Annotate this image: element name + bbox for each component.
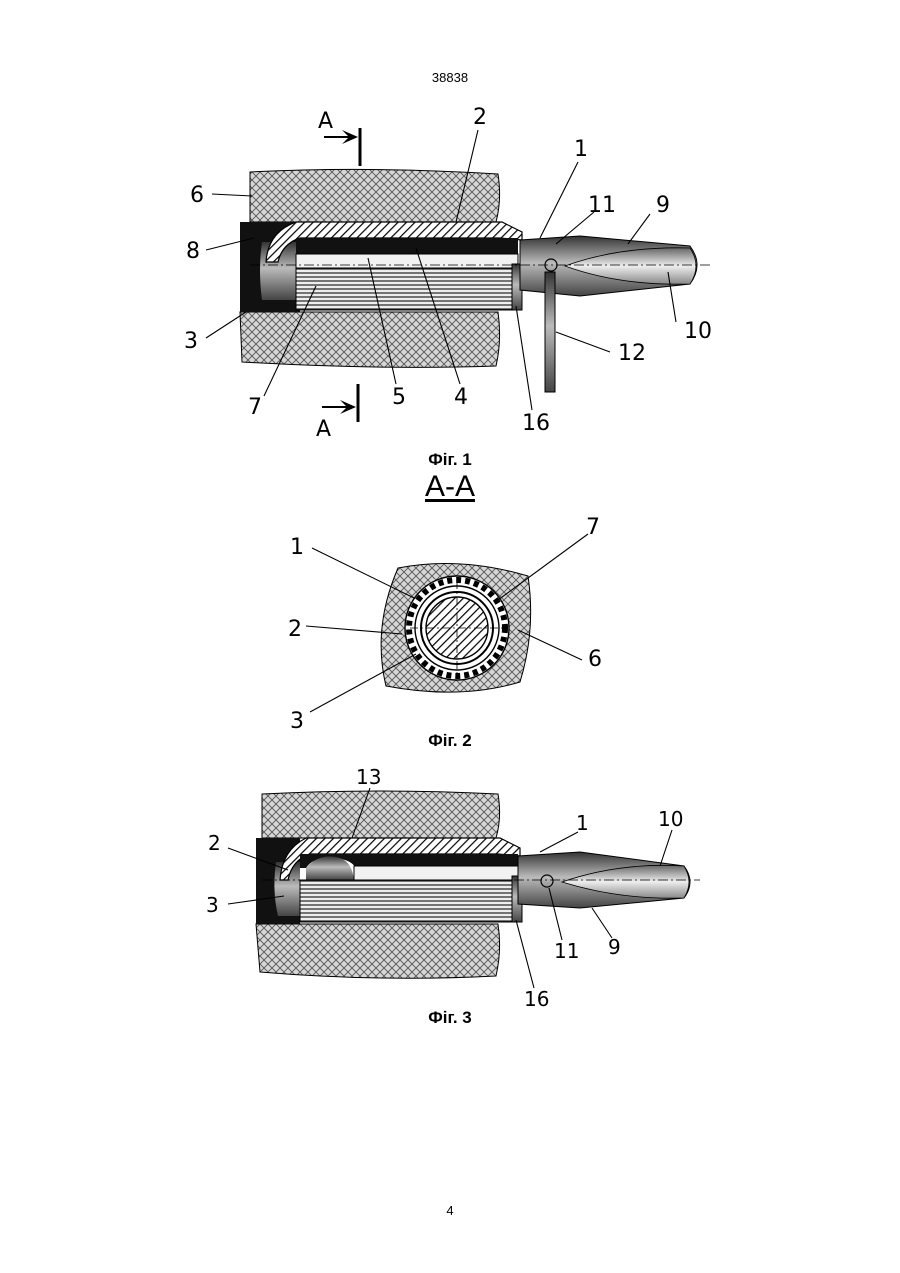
fig1-label-3: 3 <box>184 329 198 354</box>
fig3-label-9: 9 <box>608 935 621 959</box>
figure-2: 1 2 3 7 6 <box>288 515 602 734</box>
fig1-label-9: 9 <box>656 193 670 218</box>
fig1-label-16: 16 <box>522 411 550 436</box>
fig1-section-mark-top: A <box>318 109 333 134</box>
fig3-label-1: 1 <box>576 811 589 835</box>
figure-3-caption: Фіг. 3 <box>0 1008 900 1028</box>
fig2-label-6: 6 <box>588 647 602 672</box>
fig1-label-11: 11 <box>588 193 616 218</box>
figure-2-caption: Фіг. 2 <box>0 731 900 751</box>
fig2-label-2: 2 <box>288 617 302 642</box>
fig3-label-2: 2 <box>208 831 221 855</box>
fig1-section-mark-bottom: A <box>316 417 331 442</box>
fig1-label-2: 2 <box>473 105 487 130</box>
figure-2-section-title: A-A <box>0 470 900 504</box>
fig1-label-7: 7 <box>248 395 262 420</box>
fig3-label-13: 13 <box>356 765 381 789</box>
page-number: 4 <box>0 1203 900 1218</box>
fig1-label-6: 6 <box>190 183 204 208</box>
fig1-label-12: 12 <box>618 341 646 366</box>
fig3-label-3: 3 <box>206 893 219 917</box>
fig2-label-1: 1 <box>290 535 304 560</box>
figure-1-caption: Фіг. 1 <box>0 450 900 470</box>
figure-3: 13 1 10 2 3 11 9 16 <box>206 765 700 1011</box>
figure-1: A A 2 1 11 9 10 12 16 4 5 7 3 8 6 <box>184 105 712 442</box>
fig1-label-4: 4 <box>454 385 468 410</box>
fig3-label-10: 10 <box>658 807 683 831</box>
fig2-label-7: 7 <box>586 515 600 540</box>
fig1-label-8: 8 <box>186 239 200 264</box>
fig1-label-5: 5 <box>392 385 406 410</box>
fig1-label-10: 10 <box>684 319 712 344</box>
fig1-label-1: 1 <box>574 137 588 162</box>
fig3-label-11: 11 <box>554 939 579 963</box>
